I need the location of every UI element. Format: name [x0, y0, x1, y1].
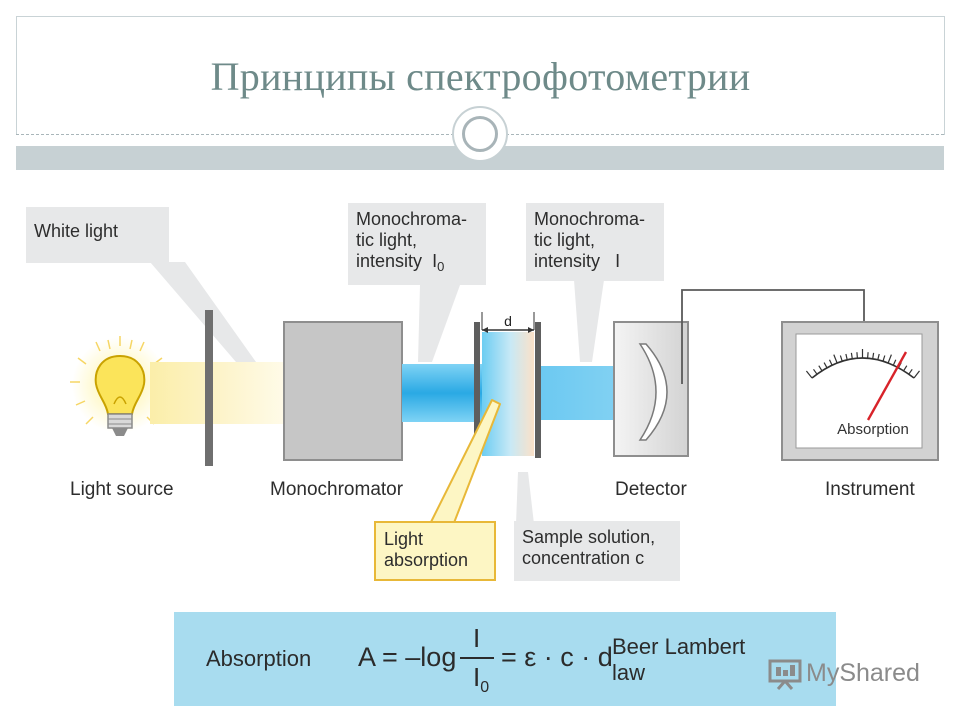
callout-monochromatic-in: Monochroma- tic light, intensity I0 [348, 203, 486, 285]
mono-out-intensity: intensity [534, 251, 601, 271]
meter-scale [811, 357, 915, 379]
callout-monochromatic-out: Monochroma- tic light, intensity I [526, 203, 664, 281]
header-ring-ornament [452, 106, 508, 162]
meter-tick [850, 352, 853, 359]
meter-tick [887, 354, 892, 364]
formula-numerator: I [473, 623, 481, 653]
formula-denominator: I0 [473, 662, 489, 697]
mono-in-pointer [418, 285, 460, 362]
detector-sensor [638, 343, 668, 441]
formula-lhs: A = –log [358, 642, 457, 672]
mono-out-line2: tic light, [534, 230, 596, 250]
formula-law-line2: law [612, 660, 646, 685]
light-bulb-icon [94, 354, 146, 436]
white-light-beam [150, 362, 286, 424]
meter-tick [818, 365, 823, 372]
monochromator-box [283, 321, 403, 461]
meter-tick [872, 352, 875, 359]
meter-tick [828, 359, 833, 366]
label-light-source: Light source [70, 479, 174, 500]
mono-in-symbol: I [432, 251, 438, 271]
formula-rhs: = ε · c · d [501, 642, 613, 672]
mono-in-intensity: intensity [356, 251, 423, 271]
mono-in-line1: Monochroma- [356, 209, 468, 229]
meter-ticks [805, 349, 920, 379]
meter-tick [913, 370, 920, 379]
formula-fraction-bar [460, 657, 494, 659]
meter-tick [867, 352, 869, 359]
meter-tick [839, 355, 843, 362]
meter-tick [823, 362, 828, 369]
cuvette-width-label: d [504, 313, 512, 329]
entrance-slit [205, 310, 213, 466]
meter-needle [866, 351, 908, 421]
beer-lambert-formula: Absorption A = –log I I0 = ε · c · d Bee… [174, 612, 836, 706]
meter-label: Absorption [837, 421, 909, 438]
light-absorption-line1: Light [384, 529, 424, 549]
callout-white-light: White light [26, 207, 169, 263]
mono-in-line3: intensity I0 [356, 251, 478, 277]
label-monochromator: Monochromator [270, 479, 404, 500]
light-absorption-line2: absorption [384, 550, 469, 570]
meter-tick [833, 354, 838, 364]
monochromatic-beam-in [402, 364, 482, 422]
formula-denominator-symbol: I [473, 662, 481, 692]
signal-wire [681, 289, 865, 384]
presentation-icon [768, 659, 802, 690]
formula-denominator-sub: 0 [480, 679, 490, 696]
meter-tick [903, 365, 908, 372]
meter-tick [813, 368, 818, 375]
meter-tick [856, 352, 858, 359]
sample-solution-line1: Sample solution, [522, 527, 656, 547]
mono-in-subscript: 0 [437, 259, 445, 274]
watermark-text: MyShared [806, 659, 920, 687]
header-ring-inner [462, 116, 498, 152]
label-detector: Detector [615, 479, 687, 500]
mono-out-symbol: I [615, 251, 621, 271]
callout-sample-solution: Sample solution, concentration c [514, 521, 680, 581]
detector-box [613, 321, 689, 457]
sample-solution-pointer [516, 472, 534, 524]
sample-solution-line2: concentration c [522, 548, 645, 568]
cuvette [474, 312, 541, 458]
instrument-face [795, 333, 923, 449]
label-instrument: Instrument [825, 479, 915, 500]
meter-tick [877, 353, 880, 360]
meter-tick [882, 355, 886, 362]
mono-in-line2: tic light, [356, 230, 418, 250]
meter-tick [908, 368, 913, 375]
slide-title: Принципы спектрофотометрии [210, 54, 751, 99]
meter-tick [845, 353, 848, 360]
mono-out-line1: Monochroma- [534, 209, 646, 229]
meter-tick [805, 370, 813, 379]
formula-label: Absorption [206, 646, 312, 671]
meter-tick [892, 359, 897, 366]
mono-out-line3: intensity I [534, 251, 656, 272]
callout-light-absorption: Light absorption [374, 521, 496, 581]
callout-white-light-text: White light [34, 221, 119, 241]
formula-law-line1: Beer Lambert [612, 634, 746, 659]
white-light-pointer [150, 262, 256, 362]
mono-out-pointer [574, 280, 604, 362]
